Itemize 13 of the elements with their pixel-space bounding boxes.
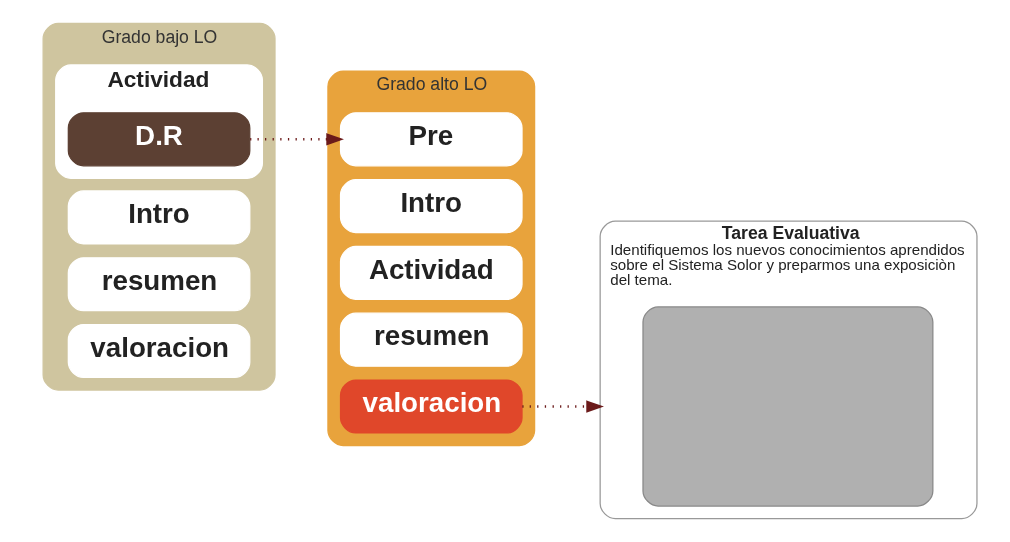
- node-box: valoracion: [339, 379, 523, 434]
- node-box: Intro: [339, 179, 523, 234]
- node-box: resumen: [339, 312, 523, 367]
- node-box: valoracion: [67, 323, 251, 379]
- node-box: [642, 306, 934, 507]
- arrow: [522, 400, 604, 413]
- node-box: Pre: [339, 112, 523, 167]
- node-box: D.R: [67, 112, 251, 167]
- arrow: [250, 133, 344, 146]
- node-box: resumen: [67, 257, 251, 312]
- node-box: Intro: [67, 190, 251, 245]
- node-box: Actividad: [339, 245, 523, 300]
- cluster: Tarea Evaluativa Identifiquemos los nuevos conocimientos aprendidos sobre el Sistema Solor y preparmos una exposiciòn del tema.: [599, 220, 978, 520]
